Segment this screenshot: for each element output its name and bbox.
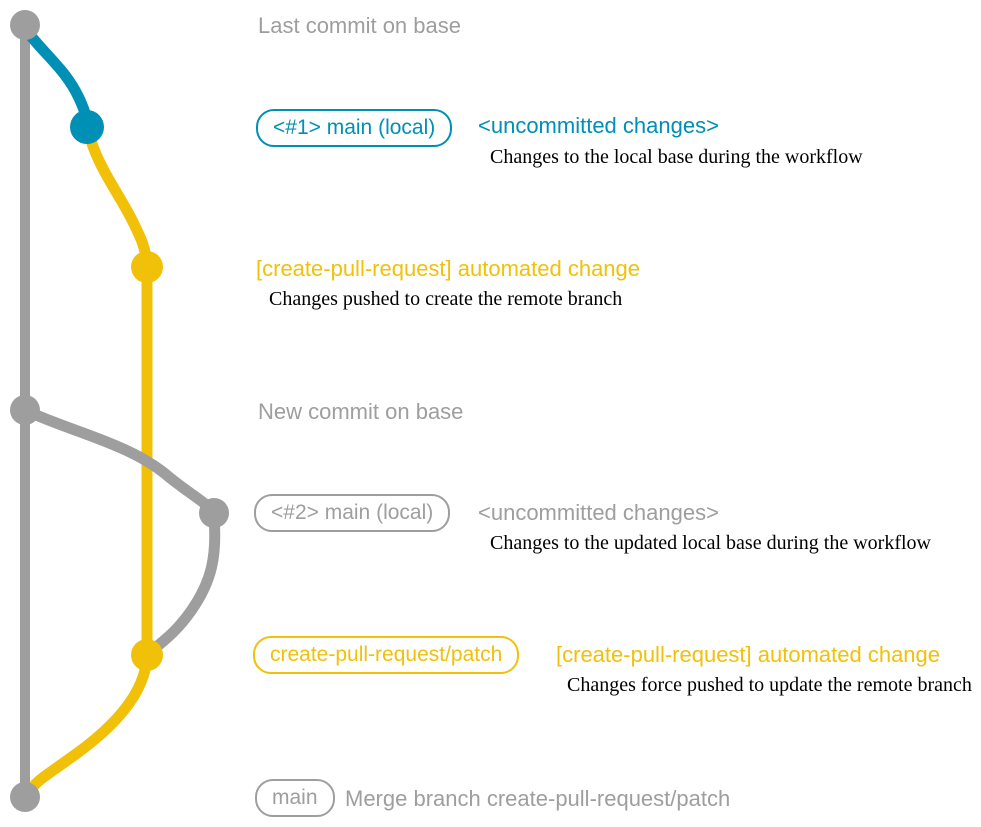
uncommitted-changes-note-2: Changes to the updated local base during…	[490, 532, 931, 554]
commit-node-automated-1	[131, 251, 163, 283]
branch-label-main-local-2: <#2> main (local)	[254, 494, 451, 533]
merge-commit-label: Merge branch create-pull-request/patch	[345, 786, 731, 811]
branch-label-main-local-1: <#1> main (local)	[256, 109, 453, 148]
automated-change-note-1: Changes pushed to create the remote bran…	[269, 288, 623, 310]
patch-branch-line	[25, 124, 153, 795]
last-commit-label: Last commit on base	[258, 13, 461, 38]
uncommitted-changes-title-2: <uncommitted changes>	[478, 500, 719, 525]
commit-node-automated-2	[131, 639, 163, 671]
uncommitted-changes-note-1: Changes to the local base during the wor…	[490, 146, 863, 168]
new-commit-label: New commit on base	[258, 399, 464, 424]
updated-local-base-line	[21, 405, 221, 658]
commit-node-last-base	[10, 10, 40, 40]
automated-change-note-2: Changes force pushed to update the remot…	[567, 674, 972, 696]
uncommitted-changes-title-1: <uncommitted changes>	[478, 113, 719, 138]
commit-node-uncommitted-2	[199, 498, 229, 528]
uncommitted-branch-line	[20, 24, 93, 130]
automated-change-title-1: [create-pull-request] automated change	[256, 256, 641, 281]
branch-label-patch: create-pull-request/patch	[253, 636, 520, 675]
branch-label-main: main	[255, 779, 335, 818]
commit-node-merge	[10, 782, 40, 812]
automated-change-title-2: [create-pull-request] automated change	[556, 642, 941, 667]
commit-node-new-base	[10, 395, 40, 425]
commit-node-uncommitted-1	[70, 110, 104, 144]
